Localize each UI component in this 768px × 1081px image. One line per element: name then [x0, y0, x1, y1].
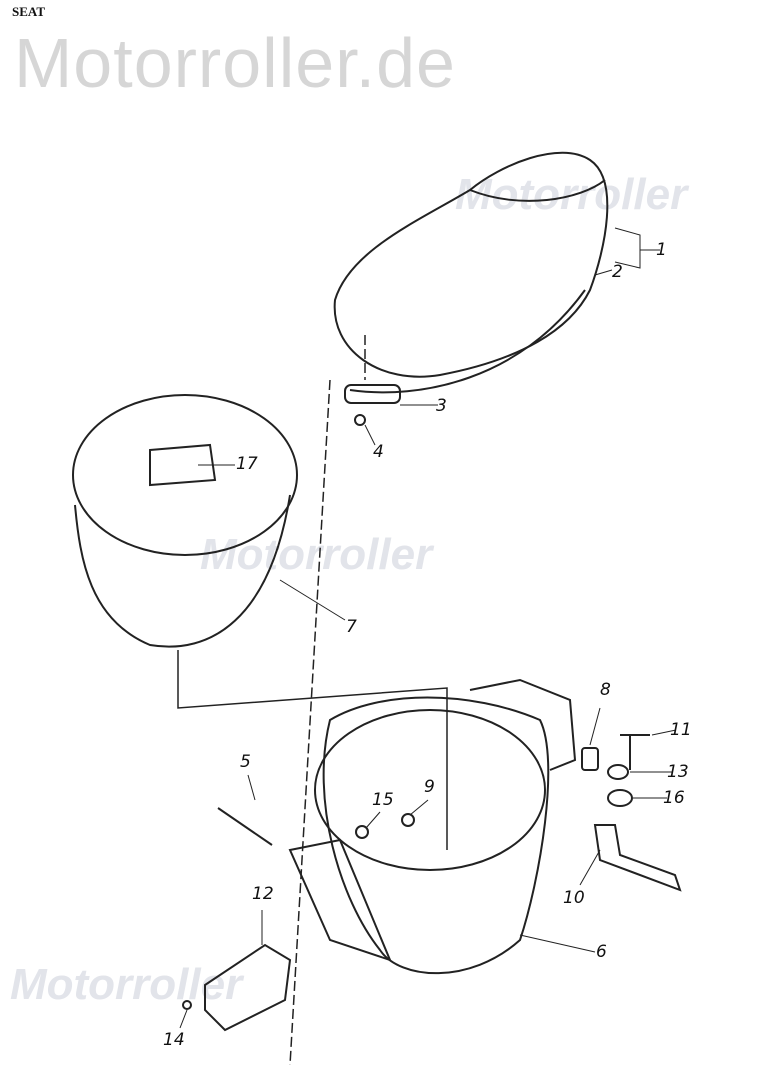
callout-part-3: 3 — [436, 396, 447, 416]
bushing-8-shape — [581, 747, 599, 771]
collar-13-shape — [607, 764, 629, 780]
callout-part-17: 17 — [236, 454, 258, 474]
nut-4-shape — [354, 414, 366, 426]
lid-17-shape — [72, 394, 298, 556]
case-12-shape — [204, 943, 292, 1032]
pin-5-shape — [217, 807, 273, 846]
callout-part-14: 14 — [163, 1030, 185, 1050]
callout-part-8: 8 — [600, 680, 611, 700]
callout-part-2: 2 — [612, 262, 623, 282]
bolt-11-shape — [620, 734, 650, 770]
watermark-logo-3: Motorroller — [10, 960, 243, 1009]
diagram-title: SEAT — [12, 4, 45, 19]
callout-part-15: 15 — [372, 790, 394, 810]
clip-15-shape — [355, 825, 369, 839]
callout-part-4: 4 — [373, 442, 384, 462]
callout-part-6: 6 — [596, 942, 607, 962]
washer-16-shape — [607, 789, 633, 807]
callout-part-9: 9 — [424, 777, 435, 797]
nut-9-shape — [401, 813, 415, 827]
lock-10-shape — [593, 824, 682, 892]
hinge-bracket — [344, 384, 401, 404]
callout-part-5: 5 — [240, 752, 251, 772]
screw-14-shape — [182, 1000, 192, 1010]
watermark-logo-2: Motorroller — [200, 530, 433, 579]
seat-shape — [333, 151, 609, 378]
callout-part-1: 1 — [656, 240, 667, 260]
callout-part-11: 11 — [670, 720, 692, 740]
storage-box-7-shape — [74, 494, 291, 648]
callout-part-13: 13 — [667, 762, 689, 782]
callout-part-10: 10 — [563, 888, 585, 908]
watermark-logo-1: Motorroller — [455, 170, 688, 219]
watermark-main: Motorroller.de — [14, 24, 456, 102]
seat-bucket-6-shape — [322, 696, 550, 975]
callout-part-12: 12 — [252, 884, 274, 904]
callout-part-16: 16 — [663, 788, 685, 808]
callout-part-7: 7 — [346, 617, 357, 637]
